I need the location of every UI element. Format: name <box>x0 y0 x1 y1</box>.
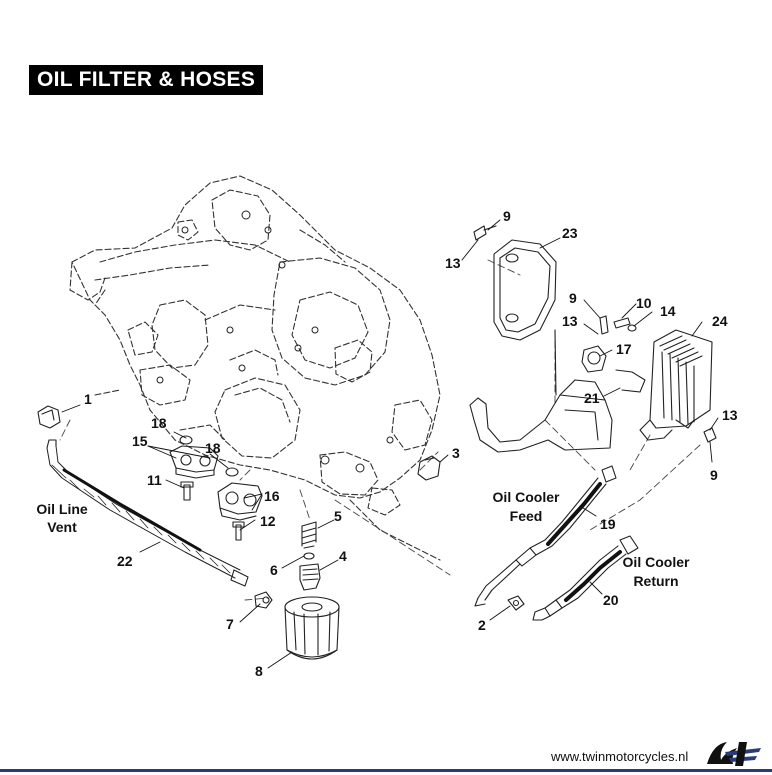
part-22-oil-line-vent-hose <box>46 439 249 587</box>
part-4-adapter <box>299 563 321 591</box>
callout-21: 21 <box>584 390 600 406</box>
part-2-fitting <box>507 595 525 611</box>
part-17-grommet <box>581 345 607 373</box>
part-10-screw <box>613 317 631 329</box>
label-oil-line-vent-line1: Oil Line <box>36 501 88 517</box>
callout-9-right: 9 <box>710 467 718 483</box>
part-23-cover <box>493 239 557 341</box>
footer-website-url: www.twinmotorcycles.nl <box>551 749 689 764</box>
callout-6: 6 <box>270 562 278 578</box>
callout-leaders <box>61 219 719 669</box>
callout-13-mid: 13 <box>562 313 578 329</box>
part-20-oil-cooler-return-hose <box>532 535 639 621</box>
footer-divider <box>0 769 772 772</box>
callout-18-mid: 18 <box>205 440 221 456</box>
part-7-fitting <box>254 591 273 609</box>
callout-13-right: 13 <box>722 407 738 423</box>
callout-17: 17 <box>616 341 632 357</box>
part-6-valve <box>303 552 315 560</box>
label-oil-line-vent-line2: Vent <box>47 519 77 535</box>
label-oil-cooler-return-line2: Return <box>633 573 678 589</box>
callout-12: 12 <box>260 513 276 529</box>
callout-1: 1 <box>84 391 92 407</box>
part-5-spring <box>301 521 317 549</box>
crankcase-outline <box>69 175 441 561</box>
part-labels: Oil Line Vent Oil Cooler Feed Oil Cooler… <box>36 489 690 589</box>
part-16-clamp <box>217 482 263 521</box>
callout-numbers: 1 2 3 4 5 6 7 8 9 9 9 10 11 12 13 13 13 … <box>84 208 738 679</box>
callout-23: 23 <box>562 225 578 241</box>
page-title: OIL FILTER & HOSES <box>29 65 264 95</box>
callout-9-top: 9 <box>503 208 511 224</box>
callout-9-mid: 9 <box>569 290 577 306</box>
part-8-oil-filter <box>284 596 340 660</box>
callout-3: 3 <box>452 445 460 461</box>
callout-2: 2 <box>478 617 486 633</box>
part-18-washer <box>179 435 239 477</box>
callout-16: 16 <box>264 488 280 504</box>
label-oil-cooler-feed-line2: Feed <box>510 508 543 524</box>
brand-logo-icon <box>707 742 761 766</box>
callout-10: 10 <box>636 295 652 311</box>
part-14-washer <box>627 324 637 332</box>
callout-11: 11 <box>147 472 162 488</box>
callout-15: 15 <box>132 433 148 449</box>
part-12-screw <box>232 521 245 541</box>
part-9-bolt-top <box>473 225 497 241</box>
part-15-clamp <box>169 445 219 479</box>
label-oil-cooler-return-line1: Oil Cooler <box>623 554 690 570</box>
callout-24: 24 <box>712 313 728 329</box>
callout-8: 8 <box>255 663 263 679</box>
assembly-leader-lines <box>59 259 701 601</box>
callout-14: 14 <box>660 303 676 319</box>
part-1-elbow-fitting <box>37 405 61 429</box>
part-9-bolt-bracket <box>599 315 609 335</box>
callout-22: 22 <box>117 553 133 569</box>
part-11-screw <box>180 481 194 501</box>
callout-19: 19 <box>600 516 616 532</box>
part-24-oil-cooler <box>639 329 713 441</box>
callout-7: 7 <box>226 616 234 632</box>
case-bolt-holes <box>156 210 394 473</box>
callout-20: 20 <box>603 592 619 608</box>
label-oil-cooler-feed-line1: Oil Cooler <box>493 489 560 505</box>
callout-5: 5 <box>334 508 342 524</box>
part-21-bracket <box>469 329 646 453</box>
callout-13-top: 13 <box>445 255 461 271</box>
part-19-oil-cooler-feed-hose <box>474 465 617 607</box>
callout-18-left: 18 <box>151 415 167 431</box>
part-9-bolt-right <box>703 427 717 443</box>
part-3-plug <box>417 455 441 481</box>
callout-4: 4 <box>339 548 347 564</box>
